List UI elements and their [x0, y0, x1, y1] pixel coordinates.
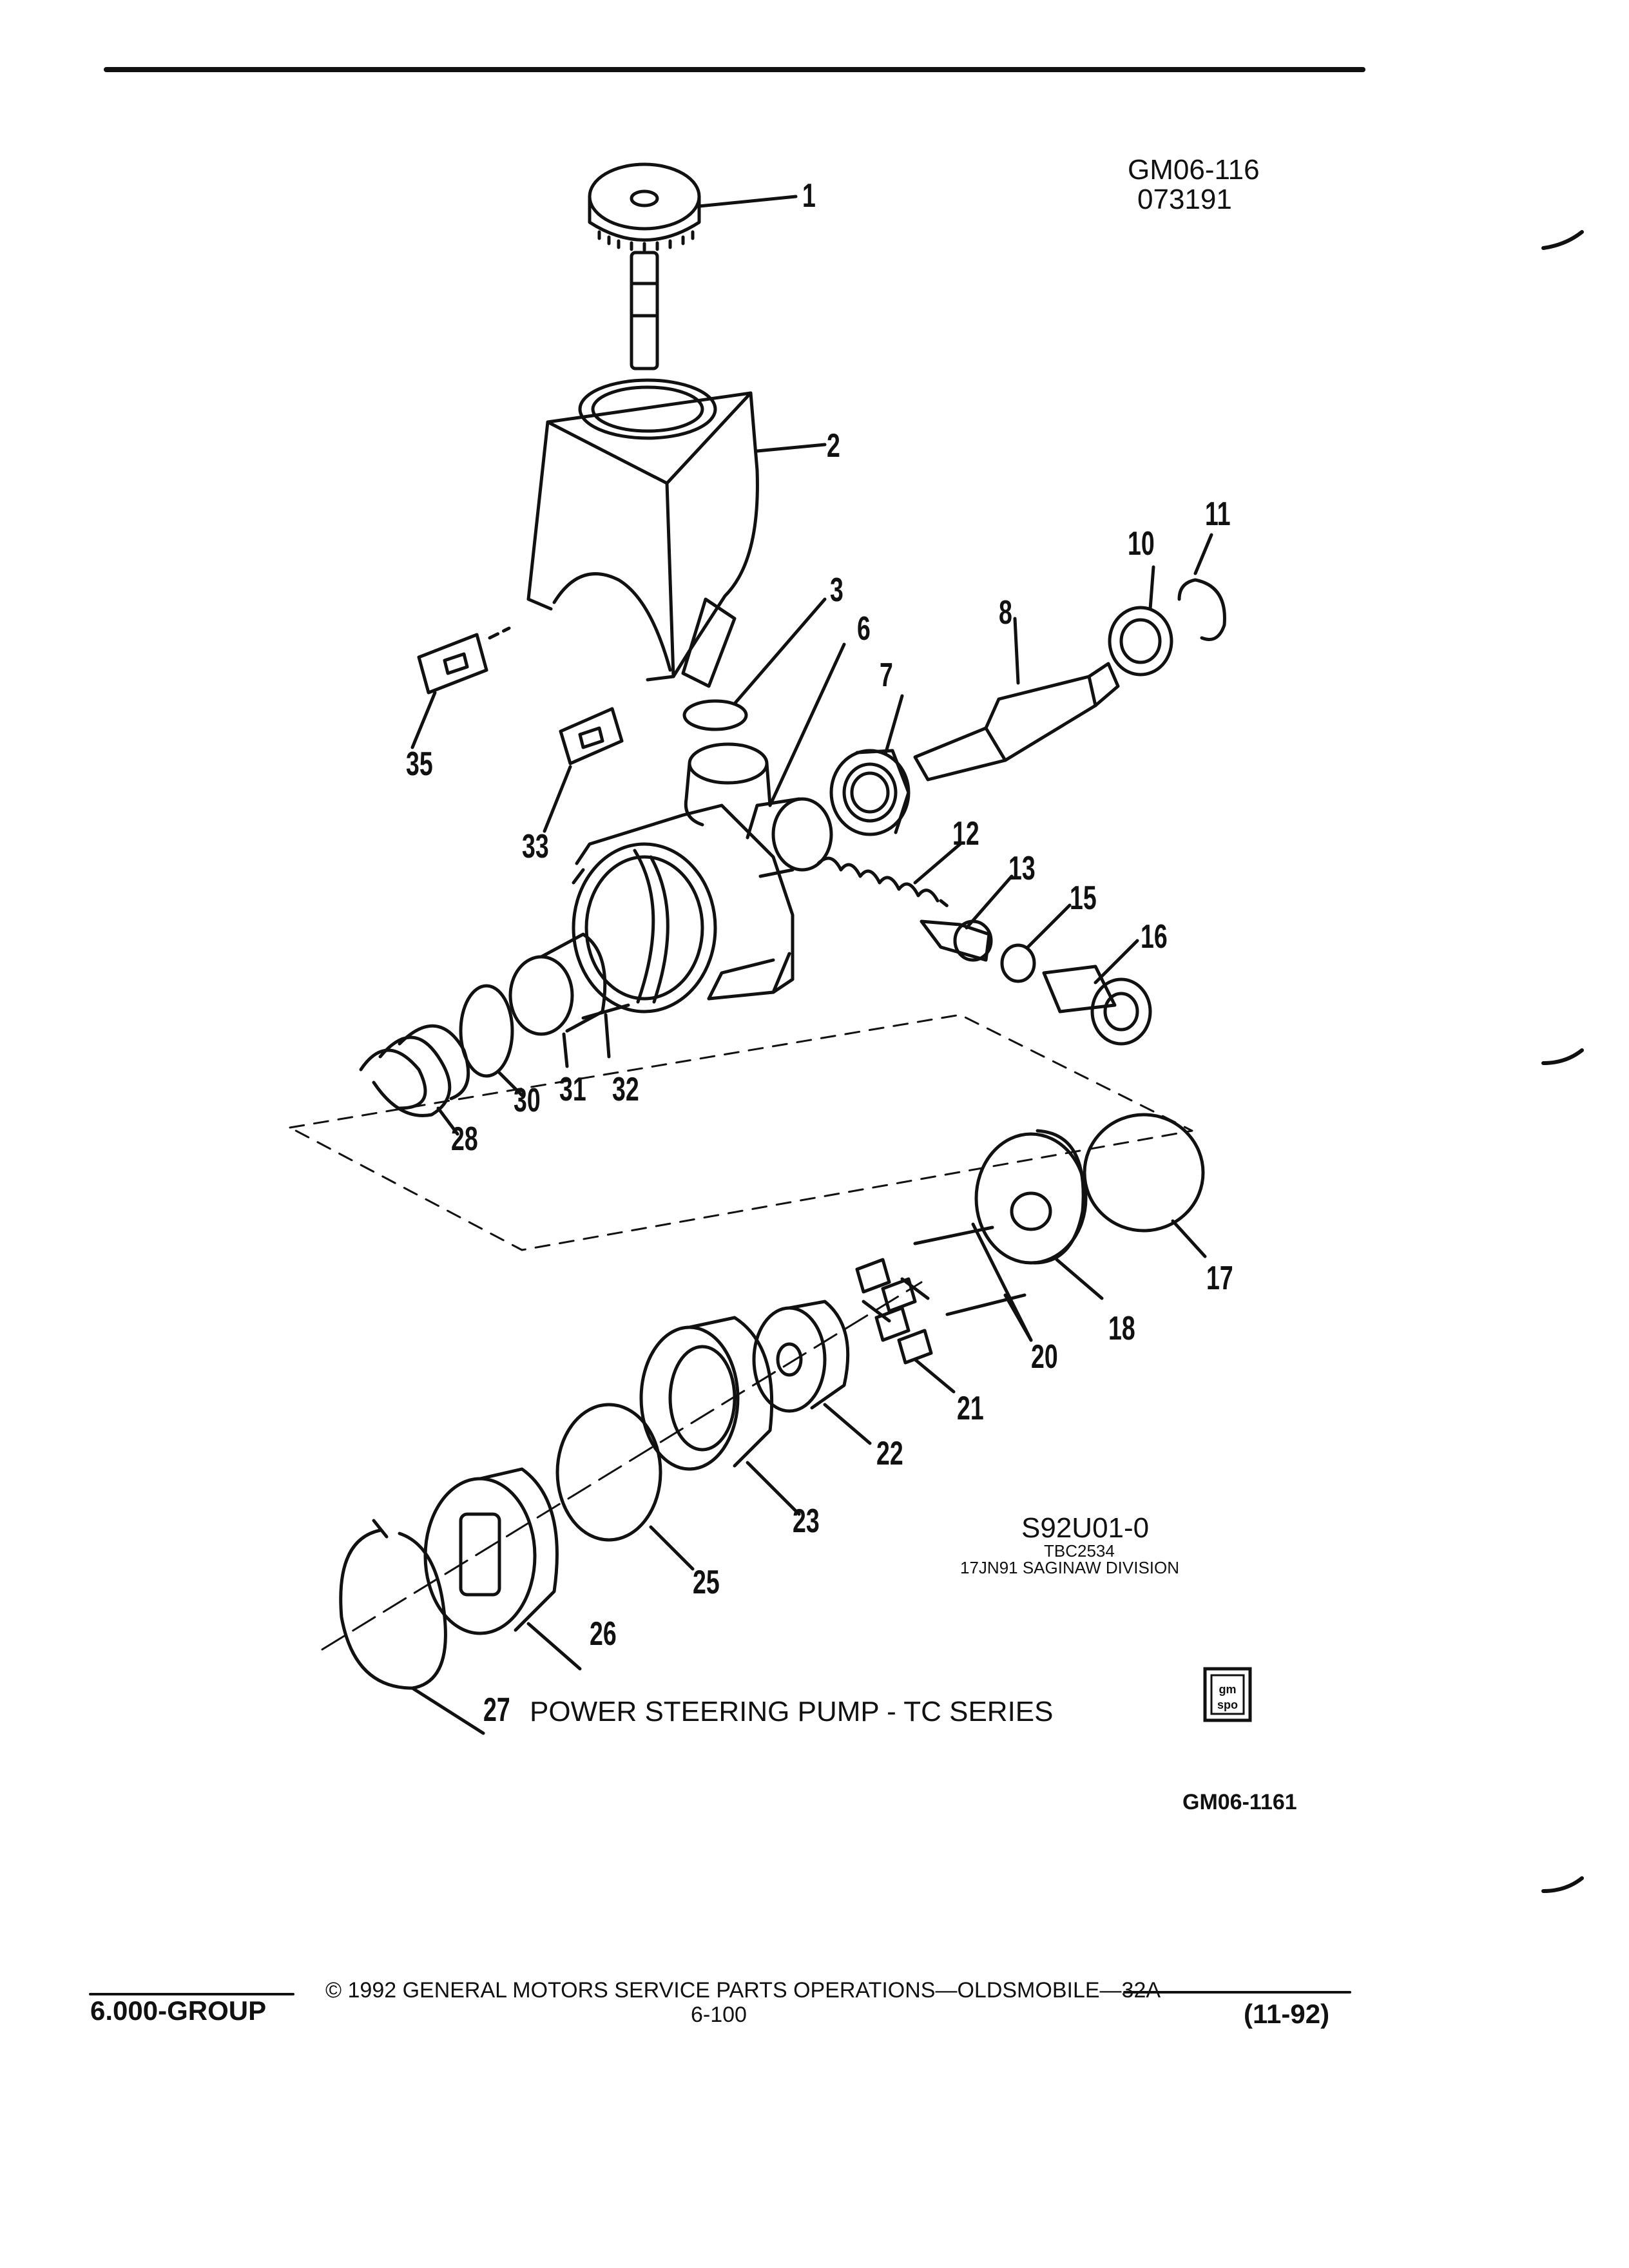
- part-2-reservoir: [526, 378, 827, 688]
- part-17-seal: [1083, 1113, 1207, 1258]
- diagram-title: POWER STEERING PUMP - TC SERIES: [530, 1696, 1054, 1727]
- part-15-o-ring: [1000, 903, 1072, 983]
- callout-26: 26: [590, 1615, 617, 1653]
- callout-25: 25: [693, 1564, 720, 1601]
- part-7-bearing: [829, 694, 911, 836]
- part-33-clip: [543, 707, 624, 833]
- part-6-housing: [572, 642, 846, 1014]
- footer-copyright: © 1992 GENERAL MOTORS SERVICE PARTS OPER…: [325, 1978, 1161, 2003]
- callout-35: 35: [406, 745, 433, 783]
- part-32-pin: [581, 1003, 630, 1059]
- part-23-ring: [639, 1316, 801, 1516]
- margin-mark-3: [1541, 1876, 1584, 1893]
- callout-6: 6: [857, 610, 871, 648]
- callout-22: 22: [876, 1435, 903, 1472]
- part-20-pins: [913, 1222, 1033, 1342]
- part-13-valve: [920, 874, 1014, 962]
- callout-3: 3: [830, 572, 843, 609]
- callout-32: 32: [612, 1071, 639, 1108]
- part-22-rotor: [752, 1300, 872, 1445]
- callout-15: 15: [1070, 879, 1097, 917]
- part-27-retaining-ring: [339, 1519, 485, 1735]
- callout-13: 13: [1008, 850, 1036, 887]
- part-8-shaft: [913, 617, 1120, 782]
- svg-text:gm: gm: [1219, 1683, 1237, 1696]
- part-26-end-plate: [423, 1467, 582, 1671]
- margin-mark-2: [1541, 1048, 1584, 1065]
- callout-20: 20: [1031, 1338, 1058, 1376]
- part-3-o-ring: [682, 597, 827, 731]
- callout-33: 33: [522, 828, 549, 865]
- callout-17: 17: [1206, 1260, 1233, 1297]
- part-28-spring: [359, 1024, 470, 1136]
- part-18-pressure-plate: [974, 1129, 1104, 1300]
- figure-code: GM06-1161: [1182, 1790, 1297, 1814]
- part-11-retaining-ring: [1177, 533, 1226, 641]
- part-31-sleeve: [508, 932, 607, 1068]
- dashed-subassembly-outline: [289, 1014, 1193, 1251]
- callout-8: 8: [999, 594, 1012, 631]
- part-35-clip: [410, 626, 511, 749]
- source-division: 17JN91 SAGINAW DIVISION: [960, 1558, 1180, 1577]
- header-code: GM06-116: [1128, 154, 1260, 186]
- callout-1: 1: [802, 177, 816, 215]
- callout-18: 18: [1108, 1310, 1135, 1347]
- callout-30: 30: [514, 1082, 541, 1119]
- callout-16: 16: [1141, 918, 1168, 956]
- svg-text:spo: spo: [1217, 1698, 1238, 1711]
- callout-28: 28: [451, 1120, 478, 1158]
- margin-mark-1: [1541, 230, 1584, 250]
- part-30-o-ring: [459, 984, 524, 1097]
- callout-21: 21: [957, 1390, 984, 1427]
- footer-revision: (11-92): [1244, 1999, 1330, 2029]
- header-date: 073191: [1137, 184, 1232, 215]
- callout-12: 12: [952, 815, 979, 852]
- callout-10: 10: [1128, 525, 1155, 562]
- callout-2: 2: [827, 427, 840, 465]
- footer-page: 6-100: [691, 2003, 747, 2027]
- part-16-fitting: [1042, 939, 1152, 1046]
- part-25-o-ring: [555, 1403, 695, 1571]
- part-21-vanes: [855, 1258, 956, 1394]
- callout-27: 27: [483, 1691, 510, 1729]
- assembly-centerline: [321, 1281, 923, 1651]
- gm-spo-logo: gm spo: [1203, 1667, 1252, 1722]
- part-1-filler-cap: [588, 162, 798, 370]
- callout-31: 31: [559, 1071, 586, 1108]
- part-12-spring: [816, 842, 962, 910]
- callout-7: 7: [880, 657, 893, 694]
- source-ref: TBC2534: [1044, 1541, 1115, 1561]
- callout-23: 23: [793, 1503, 820, 1540]
- source-code: S92U01-0: [1021, 1512, 1150, 1544]
- part-10-bearing: [1108, 565, 1173, 677]
- callout-11: 11: [1205, 495, 1231, 533]
- footer-group: 6.000-GROUP: [90, 1995, 267, 2026]
